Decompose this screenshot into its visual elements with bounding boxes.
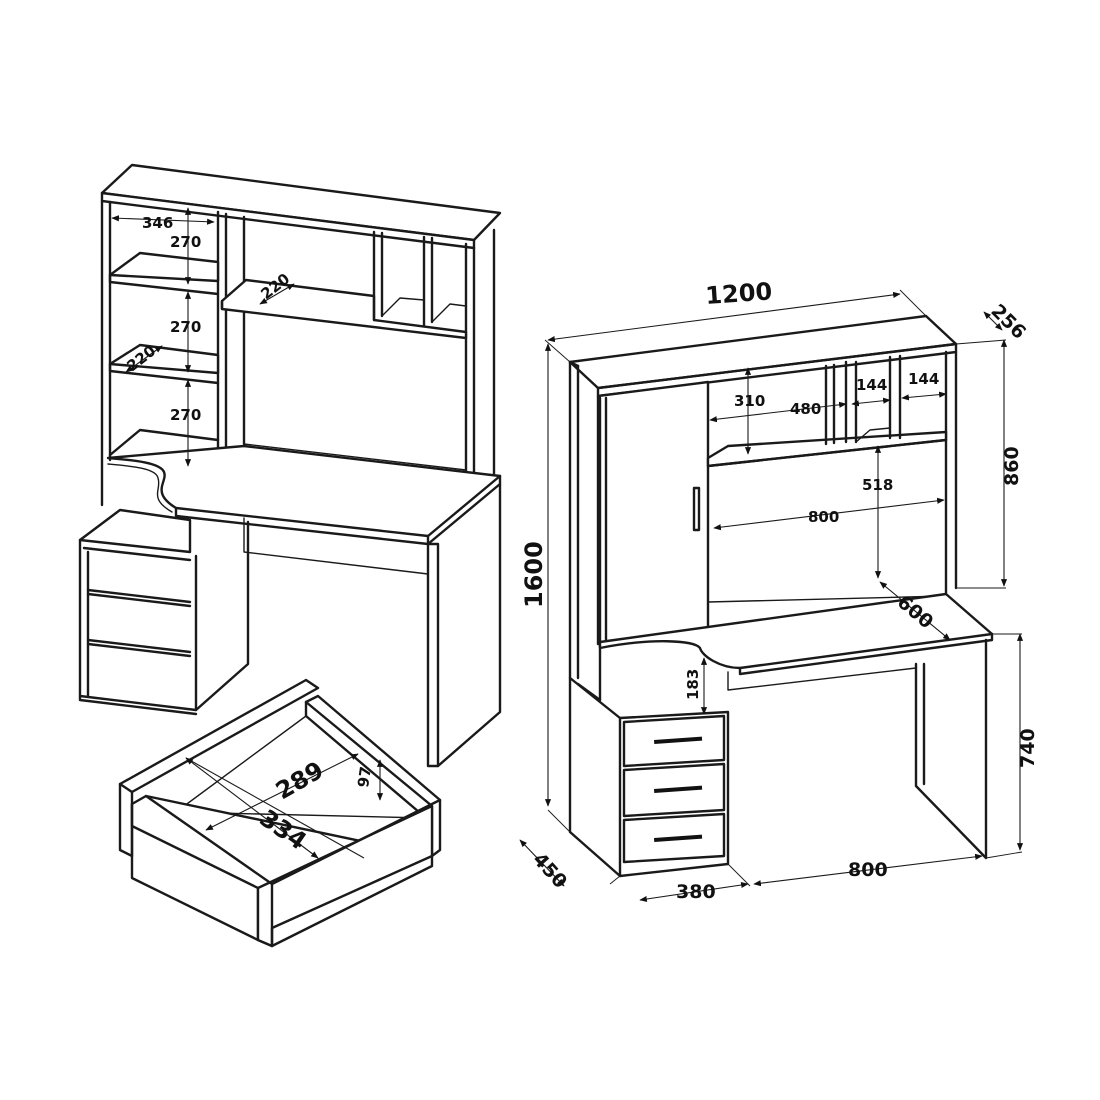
total-height-1600: 1600 [520, 541, 548, 608]
desk-width-1200: 1200 [704, 277, 773, 310]
drawer-width-289: 289 [271, 756, 328, 805]
cubby-width-144-left: 144 [856, 376, 887, 394]
shelf-height-310: 310 [734, 392, 765, 410]
desk-front-view: 1200 256 1600 860 310 480 144 144 518 80… [519, 277, 1039, 903]
hutch-height-270-top: 270 [170, 233, 201, 251]
hutch-height-270-mid: 270 [170, 318, 201, 336]
desk-height-740: 740 [1017, 728, 1039, 768]
desk-span-800: 800 [848, 859, 888, 881]
drawer-height-97: 97 [354, 765, 375, 788]
cabinet-width-380: 380 [676, 881, 716, 903]
shelf-width-480: 480 [790, 400, 821, 418]
hutch-depth-256: 256 [986, 300, 1030, 344]
hutch-desk-perspective: 346 270 270 270 220 220 [78, 163, 502, 768]
hutch-clearance-518: 518 [862, 476, 893, 494]
cubby-width-144-right: 144 [908, 370, 939, 388]
hutch-height-860: 860 [1001, 446, 1023, 486]
cabinet-gap-183: 183 [684, 669, 702, 700]
hutch-width-346: 346 [142, 214, 173, 232]
hutch-height-270-bottom: 270 [170, 406, 201, 424]
clearance-width-800: 800 [808, 508, 839, 526]
drawer-detail: 289 334 97 [118, 678, 442, 948]
